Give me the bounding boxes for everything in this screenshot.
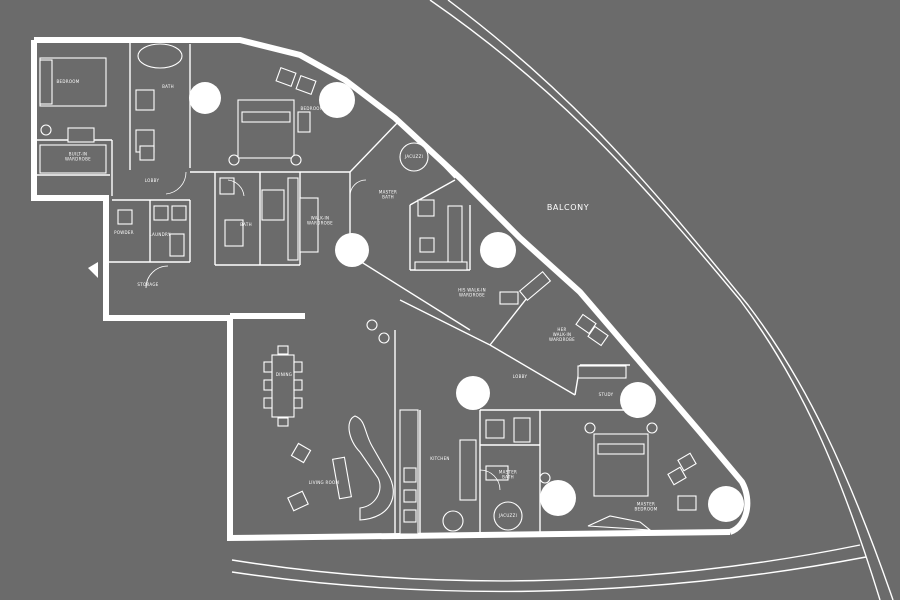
label-laundry: LAUNDRY xyxy=(149,232,170,237)
label-study: STUDY xyxy=(599,392,614,397)
label-storage: STORAGE xyxy=(137,282,158,287)
label-living-room: LIVING ROOM xyxy=(309,480,340,485)
label-bedroom-2: BEDROOM xyxy=(301,106,324,111)
label-powder: POWDER xyxy=(114,230,134,235)
label-balcony: BALCONY xyxy=(547,203,589,212)
columns xyxy=(189,82,744,522)
label-bath: BATH xyxy=(162,84,174,89)
label-jacuzzi-2: JACUZZI xyxy=(498,513,517,518)
furniture xyxy=(39,43,697,535)
label-dining: DINING xyxy=(276,372,292,377)
label-kitchen: KITCHEN xyxy=(430,456,449,461)
balcony-outline xyxy=(231,0,894,600)
label-jacuzzi: JACUZZI xyxy=(404,154,423,159)
label-bedroom: BEDROOM xyxy=(57,79,80,84)
label-lobby-2: LOBBY xyxy=(513,374,528,379)
label-bath-2: BATH xyxy=(240,222,252,227)
exterior-walls xyxy=(31,37,751,542)
label-lobby-1: LOBBY xyxy=(145,178,160,183)
